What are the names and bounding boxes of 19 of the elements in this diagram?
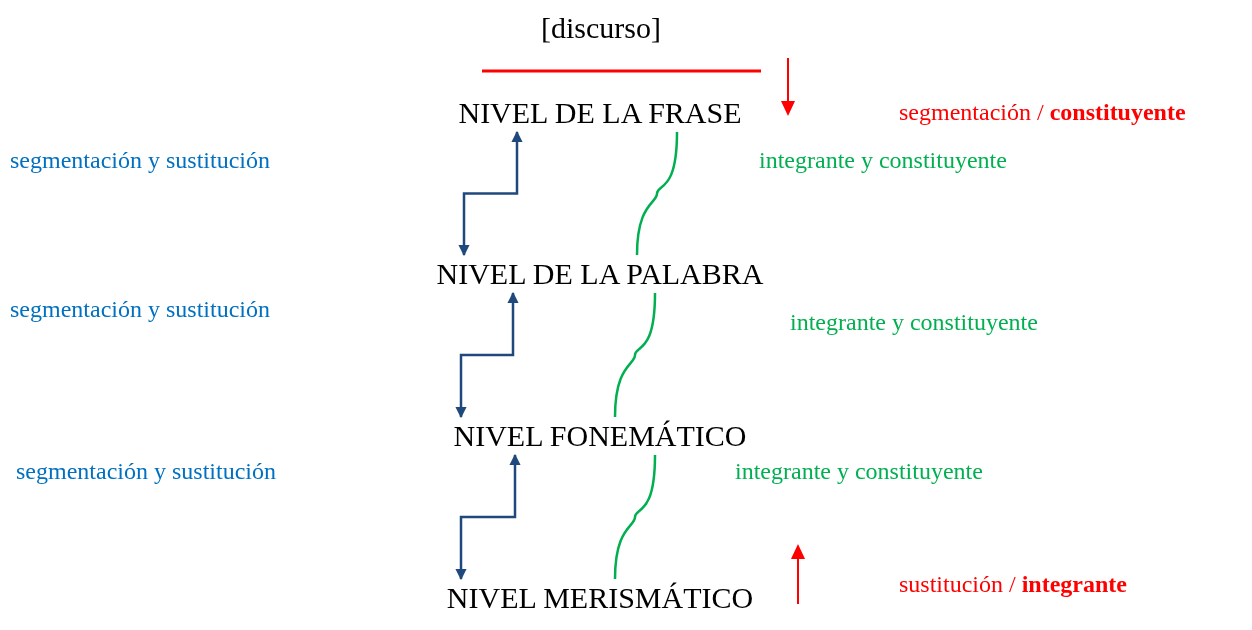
annotation-text: integrante y constituyente bbox=[790, 308, 1038, 337]
annotation-text: segmentación y sustitución bbox=[10, 295, 270, 324]
curved-connector bbox=[613, 292, 657, 418]
curved-connector bbox=[635, 131, 679, 256]
annotation-text: segmentación y sustitución bbox=[16, 457, 276, 486]
curved-connector bbox=[613, 454, 657, 580]
double-arrow bbox=[455, 291, 519, 419]
level-label: NIVEL MERISMÁTICO bbox=[380, 581, 820, 615]
annotation-text: integrante y constituyente bbox=[759, 146, 1007, 175]
level-label: NIVEL DE LA PALABRA bbox=[380, 257, 820, 291]
double-arrow bbox=[458, 130, 523, 257]
annotation-text: integrante y constituyente bbox=[735, 457, 983, 486]
level-label: NIVEL DE LA FRASE bbox=[380, 96, 820, 130]
level-label: [discurso] bbox=[381, 11, 821, 45]
annotation-text: segmentación y sustitución bbox=[10, 146, 270, 175]
annotation-text: segmentación / constituyente bbox=[899, 98, 1186, 127]
double-arrow bbox=[455, 453, 521, 581]
level-label: NIVEL FONEMÁTICO bbox=[380, 419, 820, 453]
annotation-text: sustitución / integrante bbox=[899, 570, 1127, 599]
